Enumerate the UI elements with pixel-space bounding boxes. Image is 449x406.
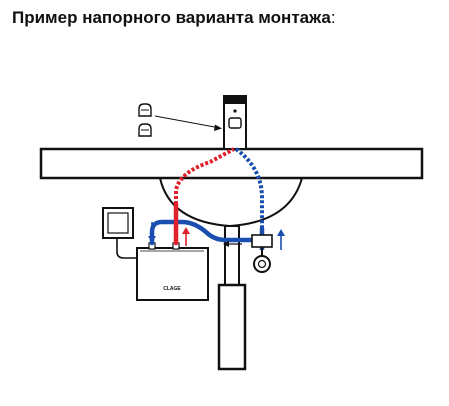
wall-switch-icon — [102, 207, 134, 239]
heater-brand-label: CLAGE — [163, 286, 181, 292]
cold-flex-hose — [234, 147, 264, 228]
angle-valve — [251, 228, 273, 273]
flow-arrow-left-icon — [223, 241, 242, 247]
sensor-leader-line — [154, 115, 222, 131]
faucet — [223, 95, 247, 150]
countertop — [39, 147, 424, 180]
faucet-sensor-alt-icon — [138, 123, 152, 137]
flow-arrow-up-icon — [277, 229, 285, 250]
cold-supply-hose — [149, 219, 259, 246]
drain-trap — [217, 283, 247, 371]
title-text: Пример напорного варианта монтажа — [12, 8, 331, 27]
heater-display — [160, 281, 184, 293]
flow-arrow-up-icon — [182, 227, 190, 246]
faucet-sensor-icon — [138, 103, 152, 117]
water-heater: CLAGE — [136, 242, 209, 301]
page-title: Пример напорного варианта монтажа: — [12, 8, 336, 28]
sink-basin — [159, 177, 303, 228]
title-colon: : — [330, 8, 336, 27]
switch-cable — [116, 238, 137, 259]
flow-arrow-down-icon — [148, 222, 156, 243]
drain-pipe — [224, 225, 240, 287]
